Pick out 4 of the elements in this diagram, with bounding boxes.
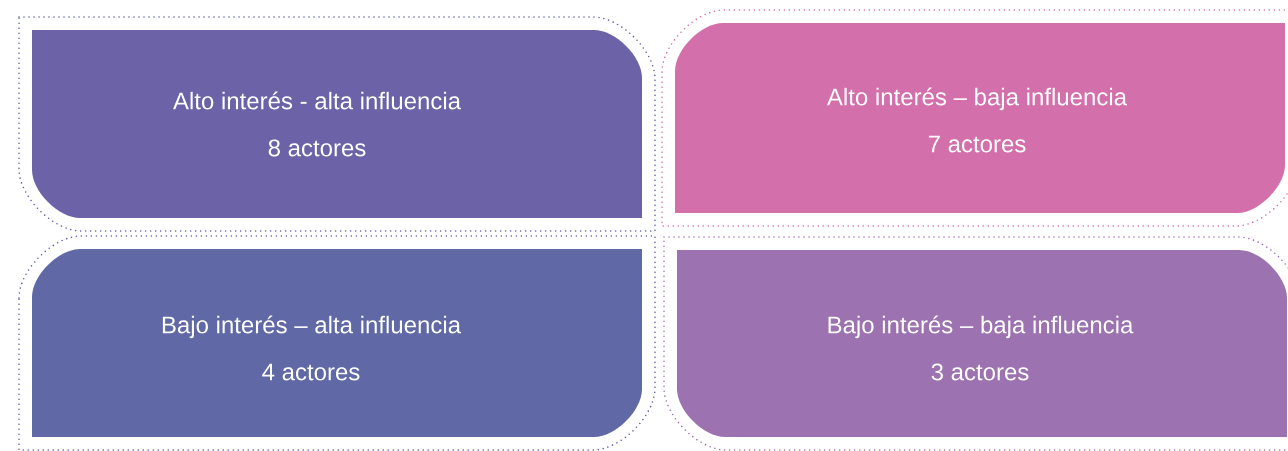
quadrant-box: Alto interés - alta influencia 8 actores (32, 30, 642, 218)
quadrant-box: Bajo interés – baja influencia 3 actores (677, 250, 1287, 437)
quadrant-box: Alto interés – baja influencia 7 actores (675, 23, 1285, 213)
quadrant-box: Bajo interés – alta influencia 4 actores (32, 249, 642, 437)
